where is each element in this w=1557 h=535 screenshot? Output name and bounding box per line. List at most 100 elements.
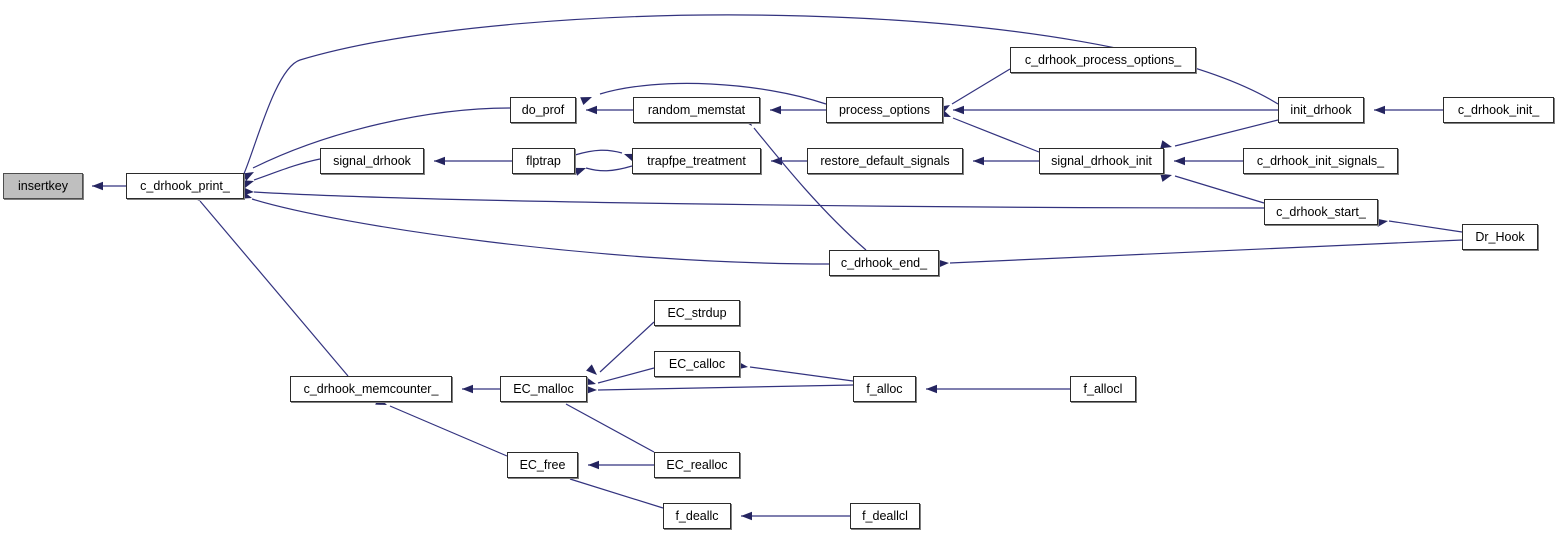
node-label: flptrap	[526, 153, 561, 168]
node-restore_default_signals[interactable]: restore_default_signals	[807, 148, 963, 174]
node-label: EC_realloc	[666, 457, 728, 472]
arrow-head-process_options	[953, 105, 964, 115]
edge-EC_strdup-to-EC_malloc	[599, 321, 655, 373]
arrow-head-c_drhook_start_	[1376, 218, 1388, 227]
edge-c_drhook_process_options_-to-process_options	[951, 68, 1011, 105]
arrow-head-c_drhook_print_	[242, 172, 254, 181]
arrow-head-EC_free	[588, 460, 599, 470]
edge-process_options-to-do_prof	[599, 82, 827, 105]
edge-EC_calloc-to-EC_malloc	[597, 367, 655, 384]
arrow-head-f_deallc	[741, 511, 752, 521]
arrow-head-flptrap	[574, 167, 586, 176]
node-label: process_options	[838, 102, 931, 117]
node-signal_drhook[interactable]: signal_drhook	[320, 148, 424, 174]
node-label: c_drhook_process_options_	[1024, 52, 1182, 67]
node-c_drhook_print_[interactable]: c_drhook_print_	[126, 173, 244, 199]
node-label: f_deallc	[675, 508, 719, 523]
node-label: init_drhook	[1290, 102, 1352, 117]
node-c_drhook_end_[interactable]: c_drhook_end_	[829, 250, 939, 276]
arrow-head-EC_malloc	[586, 364, 597, 375]
node-signal_drhook_init[interactable]: signal_drhook_init	[1039, 148, 1164, 174]
arrow-head-EC_malloc	[584, 377, 596, 386]
edge-Dr_Hook-to-c_drhook_end_	[949, 239, 1463, 264]
arrow-head-signal_drhook_init	[1160, 140, 1172, 149]
arrow-head-signal_drhook_init	[1160, 173, 1172, 182]
edge-flptrap-to-trapfpe_treatment	[574, 149, 623, 156]
edge-signal_drhook_init-to-process_options	[952, 117, 1040, 153]
node-label: trapfpe_treatment	[647, 153, 746, 168]
node-label: signal_drhook_init	[1051, 153, 1152, 168]
edge-f_deallc-to-EC_free	[569, 478, 664, 509]
node-random_memstat[interactable]: random_memstat	[633, 97, 760, 123]
node-label: c_drhook_init_	[1457, 102, 1540, 117]
edge-signal_drhook-to-c_drhook_print_	[253, 158, 321, 181]
edge-trapfpe_treatment-to-flptrap	[585, 165, 633, 172]
node-f_alloc[interactable]: f_alloc	[853, 376, 916, 402]
node-c_drhook_memcounter_[interactable]: c_drhook_memcounter_	[290, 376, 452, 402]
node-label: restore_default_signals	[820, 153, 950, 168]
node-c_drhook_process_options_[interactable]: c_drhook_process_options_	[1010, 47, 1196, 73]
node-EC_free[interactable]: EC_free	[507, 452, 578, 478]
node-f_allocl[interactable]: f_allocl	[1070, 376, 1136, 402]
edge-c_drhook_end_-to-random_memstat	[753, 127, 867, 251]
node-label: EC_strdup	[667, 305, 727, 320]
arrow-head-signal_drhook	[434, 156, 445, 166]
node-flptrap[interactable]: flptrap	[512, 148, 575, 174]
arrow-head-do_prof	[586, 105, 597, 115]
arrow-head-signal_drhook_init	[1174, 156, 1185, 166]
node-f_deallcl[interactable]: f_deallcl	[850, 503, 920, 529]
node-Dr_Hook[interactable]: Dr_Hook	[1462, 224, 1538, 250]
node-label: c_drhook_start_	[1276, 204, 1366, 219]
node-label: do_prof	[521, 102, 565, 117]
edge-f_alloc-to-EC_malloc	[597, 384, 854, 391]
edge-c_drhook_end_-to-c_drhook_print_	[251, 198, 830, 265]
node-label: c_drhook_end_	[840, 255, 928, 270]
node-label: c_drhook_print_	[140, 178, 230, 193]
node-label: EC_calloc	[668, 356, 726, 371]
arrow-head-c_drhook_memcounter_	[462, 384, 473, 394]
node-EC_strdup[interactable]: EC_strdup	[654, 300, 740, 326]
node-label: c_drhook_memcounter_	[303, 381, 439, 396]
node-do_prof[interactable]: do_prof	[510, 97, 576, 123]
node-process_options[interactable]: process_options	[826, 97, 943, 123]
node-c_drhook_init_[interactable]: c_drhook_init_	[1443, 97, 1554, 123]
edge-EC_free-to-c_drhook_memcounter_	[389, 405, 508, 457]
node-label: f_allocl	[1083, 381, 1123, 396]
node-init_drhook[interactable]: init_drhook	[1278, 97, 1364, 123]
arrow-head-c_drhook_print_	[242, 180, 254, 189]
node-c_drhook_start_[interactable]: c_drhook_start_	[1264, 199, 1378, 225]
node-insertkey[interactable]: insertkey	[3, 173, 83, 199]
node-label: f_deallcl	[862, 508, 908, 523]
arrow-head-EC_malloc	[585, 385, 597, 395]
arrow-head-insertkey	[92, 181, 103, 191]
edge-c_drhook_start_-to-signal_drhook_init	[1174, 175, 1265, 204]
node-label: insertkey	[17, 178, 69, 193]
arrow-head-c_drhook_end_	[937, 259, 949, 268]
edge-c_drhook_memcounter_-to-c_drhook_print_	[199, 200, 349, 377]
arrow-head-random_memstat	[770, 105, 781, 115]
edge-EC_realloc-to-EC_malloc	[565, 403, 655, 453]
node-label: f_alloc	[866, 381, 903, 396]
node-EC_malloc[interactable]: EC_malloc	[500, 376, 587, 402]
node-label: Dr_Hook	[1475, 229, 1525, 244]
edge-do_prof-to-c_drhook_print_	[252, 107, 511, 169]
node-trapfpe_treatment[interactable]: trapfpe_treatment	[632, 148, 761, 174]
edge-init_drhook-to-signal_drhook_init	[1174, 119, 1279, 147]
edge-c_drhook_start_-to-c_drhook_print_	[253, 191, 1265, 209]
node-label: EC_free	[519, 457, 566, 472]
node-label: EC_malloc	[513, 381, 574, 396]
node-c_drhook_init_signals_[interactable]: c_drhook_init_signals_	[1243, 148, 1398, 174]
arrow-head-f_alloc	[926, 384, 937, 394]
node-label: signal_drhook	[333, 153, 411, 168]
arrow-head-restore_default_signals	[973, 156, 984, 166]
node-EC_realloc[interactable]: EC_realloc	[654, 452, 740, 478]
edge-Dr_Hook-to-c_drhook_start_	[1388, 220, 1463, 233]
node-f_deallc[interactable]: f_deallc	[663, 503, 731, 529]
edge-f_alloc-to-EC_calloc	[749, 366, 854, 382]
node-label: random_memstat	[647, 102, 746, 117]
node-label: c_drhook_init_signals_	[1256, 153, 1385, 168]
node-EC_calloc[interactable]: EC_calloc	[654, 351, 740, 377]
arrow-head-do_prof	[580, 97, 592, 106]
